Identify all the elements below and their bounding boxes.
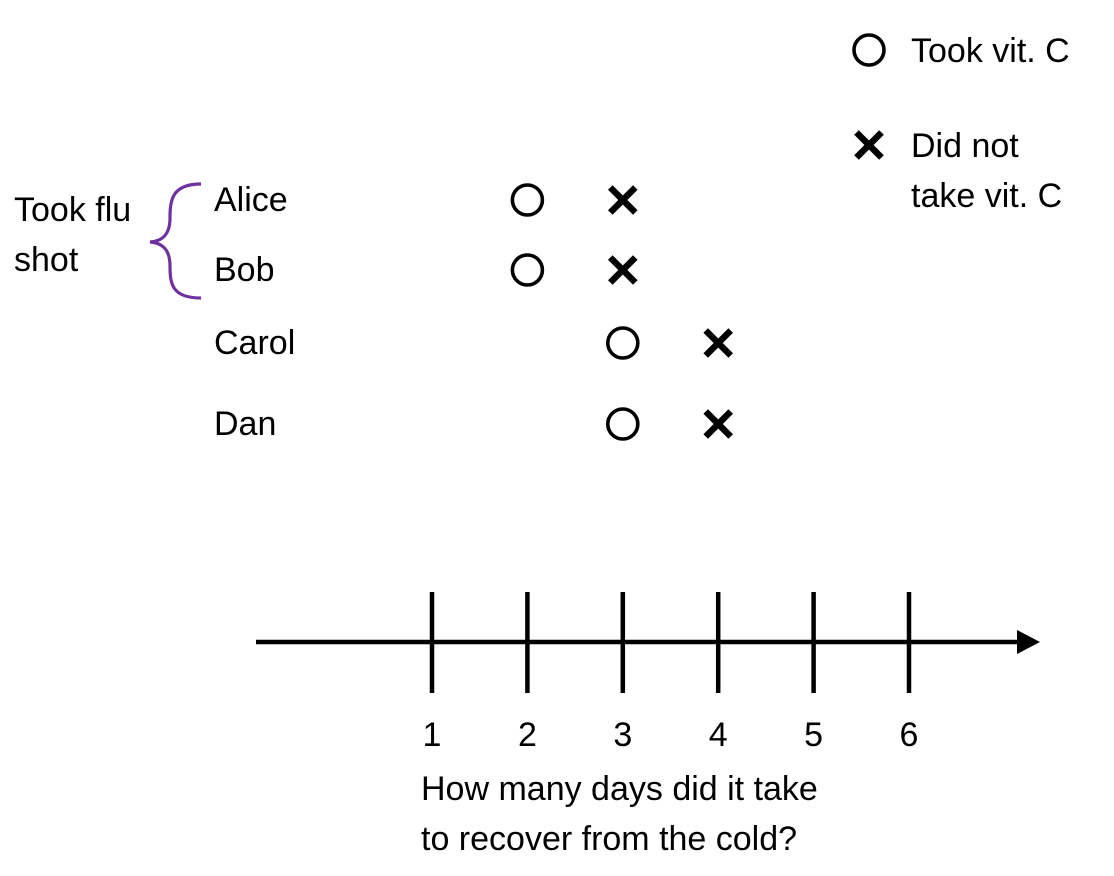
cross-marker-carol xyxy=(703,328,733,358)
circle-marker-dan xyxy=(605,407,640,441)
row-label-bob: Bob xyxy=(214,251,275,289)
legend: Took vit. C Did not take vit. C xyxy=(852,32,1070,215)
x-tick-label-5: 5 xyxy=(804,716,823,754)
group-label-line-2: shot xyxy=(14,241,79,279)
legend-label-2-line-1: Did not xyxy=(911,127,1019,165)
cross-marker-alice xyxy=(608,185,638,215)
x-tick-label-4: 4 xyxy=(709,716,728,754)
x-axis-label-line-2: to recover from the cold? xyxy=(421,820,797,858)
circle-marker-alice xyxy=(510,183,545,217)
circle-marker-bob xyxy=(510,253,545,287)
x-axis-label: How many days did it take to recover from… xyxy=(421,770,818,858)
legend-cross-marker xyxy=(854,130,884,160)
group-label-line-1: Took flu xyxy=(14,191,131,229)
x-tick-label-1: 1 xyxy=(423,716,442,754)
x-axis: 1 2 3 4 5 6 xyxy=(256,592,1040,754)
x-axis-arrowhead xyxy=(1017,630,1040,654)
cross-marker-dan xyxy=(703,409,733,439)
row-label-dan: Dan xyxy=(214,405,276,443)
data-marks xyxy=(510,183,733,441)
x-axis-label-line-1: How many days did it take xyxy=(421,770,818,808)
x-tick-label-3: 3 xyxy=(613,716,632,754)
legend-label-2-line-2: take vit. C xyxy=(911,177,1062,215)
group-bracket xyxy=(149,182,202,300)
circle-marker-carol xyxy=(605,326,640,360)
cross-marker-bob xyxy=(608,255,638,285)
row-label-alice: Alice xyxy=(214,181,288,219)
legend-circle-marker xyxy=(852,33,886,67)
group-annotation: Took flu shot xyxy=(14,182,202,300)
x-tick-label-6: 6 xyxy=(900,716,919,754)
row-label-carol: Carol xyxy=(214,324,295,362)
legend-label-1-line-1: Took vit. C xyxy=(911,32,1070,70)
x-tick-label-2: 2 xyxy=(518,716,537,754)
